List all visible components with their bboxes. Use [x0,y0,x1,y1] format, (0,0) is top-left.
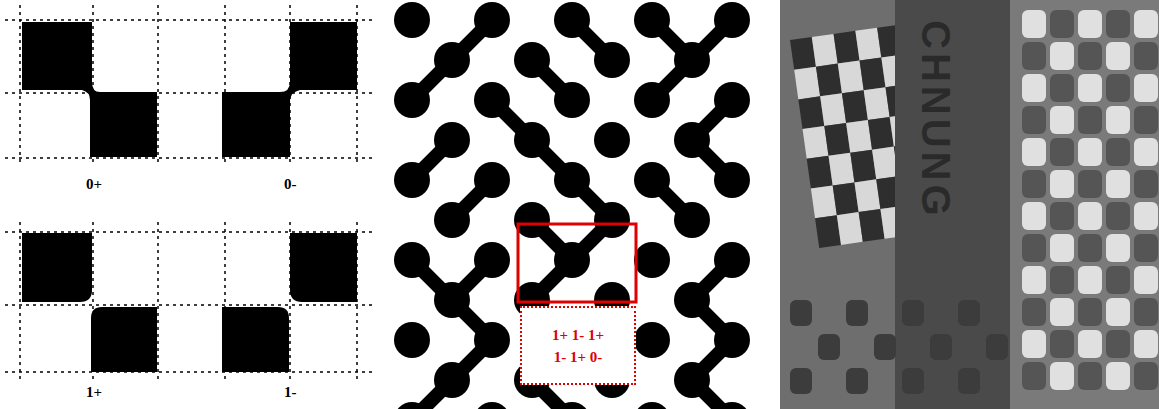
code-patterns [22,22,357,372]
photograph [780,0,1159,409]
highlight-rectangle [518,224,636,302]
code-box: 1+ 1- 1+1- 1+ 0- [520,306,636,385]
pattern-label: 0- [284,176,297,193]
circle-pattern [394,2,750,409]
code-sequence: 1+ 1- 1+ [552,324,604,346]
pattern-label: 0+ [86,176,102,193]
dotted-grid [5,5,375,380]
code-sequence: 1- 1+ 0- [554,346,603,368]
pattern-label: 1+ [86,384,102,401]
photo-text: CHNUNG [913,20,958,220]
pattern-label: 1- [284,384,297,401]
